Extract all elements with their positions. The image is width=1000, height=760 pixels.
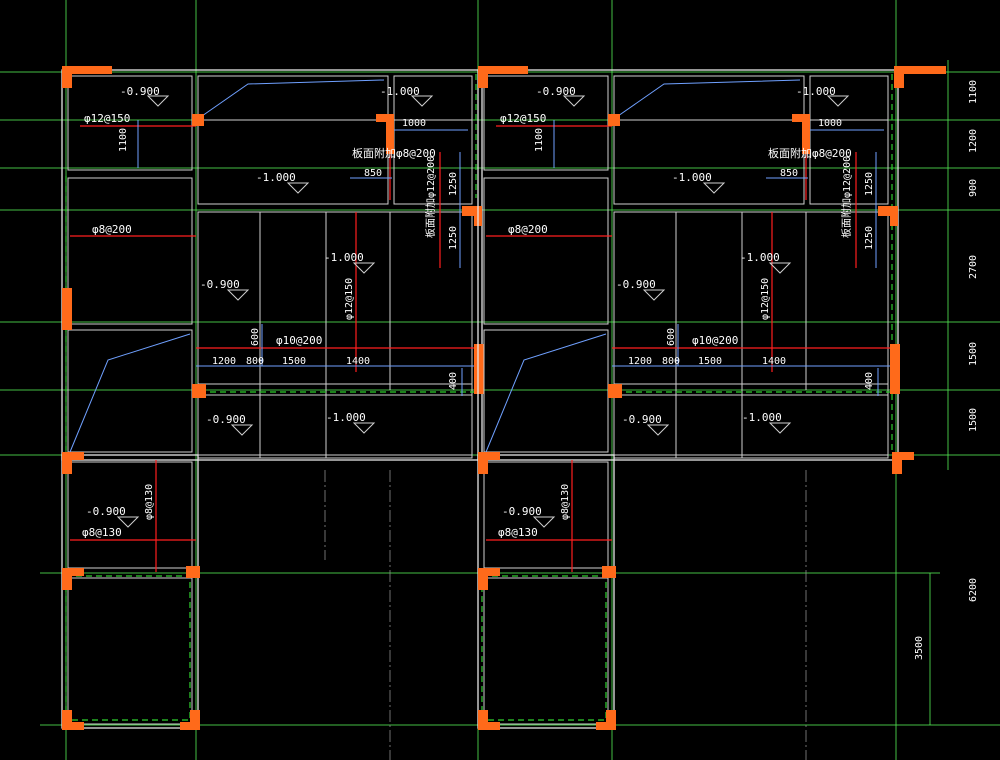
rebar-note-r: 板面附加φ8@200 (768, 146, 852, 160)
level-top-mid-r: -1.000 (796, 85, 836, 98)
level-top-mid: -1.000 (380, 85, 420, 98)
rebar-center-v-r: φ12@150 (760, 278, 771, 320)
dim-1500-r: 1500 (698, 356, 722, 367)
dim-1400-r: 1400 (762, 356, 786, 367)
rebar-top: φ12@150 (84, 112, 130, 125)
level-top-left-r: -0.900 (536, 85, 576, 98)
rebar-bottom-h: φ8@130 (82, 526, 122, 539)
level-low-left: -0.900 (206, 413, 246, 426)
rebar-v-dim1-r: 1250 (864, 172, 875, 196)
rebar-bottom-h-r: φ8@130 (498, 526, 538, 539)
rebar-small-r: 1000 (818, 118, 842, 129)
rebar-center-h: φ10@200 (276, 334, 322, 347)
dim-400-r: 400 (864, 372, 875, 390)
dim-600: 600 (250, 328, 261, 346)
rebar-vertical-r: 板面附加φ12@200 (840, 156, 853, 238)
rebar-note-dim-r: 850 (780, 168, 798, 179)
rebar-bottom-v: φ8@130 (144, 484, 155, 520)
dim-1200-r: 1200 (628, 356, 652, 367)
right-dim-3500: 3500 (914, 636, 925, 660)
rebar-left: φ8@200 (92, 223, 132, 236)
level-center-r: -1.000 (740, 251, 780, 264)
dim-1500: 1500 (282, 356, 306, 367)
dim-400: 400 (448, 372, 459, 390)
right-dim-6200: 6200 (968, 578, 979, 602)
level-top-left: -0.900 (120, 85, 160, 98)
rebar-bottom-v-r: φ8@130 (560, 484, 571, 520)
rebar-v-dim2: 1250 (448, 226, 459, 250)
rebar-vertical: 板面附加φ12@200 (424, 156, 437, 238)
right-dim-1500a: 1500 (968, 342, 979, 366)
dim-600-r: 600 (666, 328, 677, 346)
level-left-mid: -0.900 (200, 278, 240, 291)
rebar-v-dim1: 1250 (448, 172, 459, 196)
rebar-note-dim: 850 (364, 168, 382, 179)
rebar-top-r: φ12@150 (500, 112, 546, 125)
level-top-room: -1.000 (256, 171, 296, 184)
right-dim-900: 900 (968, 179, 979, 197)
unit-right: -0.900 φ12@150 1100 -1.000 1000 板面附加φ8@2… (477, 66, 946, 760)
level-bottom-room-r: -0.900 (502, 505, 542, 518)
level-center: -1.000 (324, 251, 364, 264)
rebar-center-h-r: φ10@200 (692, 334, 738, 347)
right-dim-1100: 1100 (968, 80, 979, 104)
right-dim-1200: 1200 (968, 129, 979, 153)
rebar-top-dim-r: 1100 (534, 128, 545, 152)
level-top-room-r: -1.000 (672, 171, 712, 184)
rebar-top-dim: 1100 (118, 128, 129, 152)
dim-1400: 1400 (346, 356, 370, 367)
unit-left: -0.900 φ12@150 1100 -1.000 1000 板面附加φ8@2… (61, 66, 484, 760)
right-dim-2700: 2700 (968, 255, 979, 279)
dim-800-r: 800 (662, 356, 680, 367)
dim-1200: 1200 (212, 356, 236, 367)
rebar-note: 板面附加φ8@200 (352, 146, 436, 160)
level-low-mid-r: -1.000 (742, 411, 782, 424)
right-dim-1500b: 1500 (968, 408, 979, 432)
rebar-left-r: φ8@200 (508, 223, 548, 236)
rebar-v-dim2-r: 1250 (864, 226, 875, 250)
right-dimensions: 1100 1200 900 2700 1500 1500 6200 3500 (914, 80, 979, 660)
level-low-mid: -1.000 (326, 411, 366, 424)
dim-800: 800 (246, 356, 264, 367)
rebar-center-v: φ12@150 (344, 278, 355, 320)
level-bottom-room: -0.900 (86, 505, 126, 518)
level-left-mid-r: -0.900 (616, 278, 656, 291)
rebar-small: 1000 (402, 118, 426, 129)
level-low-left-r: -0.900 (622, 413, 662, 426)
